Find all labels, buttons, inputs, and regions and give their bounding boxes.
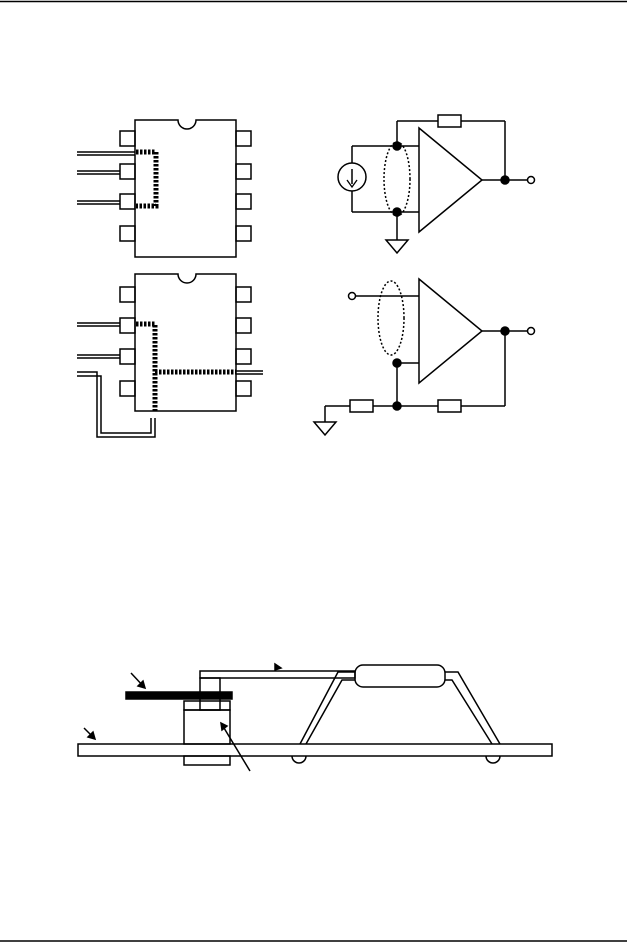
op-amp-triangle — [418, 126, 484, 234]
left-pins — [119, 130, 136, 242]
ic-body-2 — [134, 273, 237, 412]
output-terminal-2 — [526, 326, 536, 336]
resistor-body — [354, 664, 446, 688]
lead-left-bend — [299, 671, 355, 745]
guard-trace-loop — [77, 371, 156, 438]
input-traces — [77, 151, 135, 205]
op-amp-triangle-2 — [418, 277, 484, 385]
output-node — [500, 175, 510, 185]
guard-ellipse — [383, 141, 411, 217]
component-lead-top — [199, 670, 356, 679]
output-terminal — [526, 175, 536, 185]
non-inverting-amplifier-guarded-input — [312, 277, 536, 437]
ground-resistor — [349, 399, 374, 413]
lead-right-bend — [445, 671, 501, 745]
right-pins-2 — [235, 286, 252, 397]
feedback-resistor — [437, 114, 462, 128]
guard-ellipse-2 — [377, 280, 405, 356]
signal-lead-bar — [125, 691, 233, 700]
ground-symbol — [384, 239, 410, 255]
pc-board — [77, 743, 553, 757]
standoff-cap-top — [183, 700, 231, 711]
pointer-arrow-3 — [220, 722, 251, 772]
left-pins-2 — [119, 286, 136, 397]
ic-body — [134, 119, 237, 258]
dip-ic-guard-ring — [77, 119, 252, 258]
ground-symbol-2 — [312, 421, 338, 437]
inverting-amplifier-guarded-input — [337, 114, 536, 255]
feedback-resistor-2 — [437, 399, 462, 413]
input-traces-2 — [77, 322, 263, 375]
dip-ic-guard-ring-with-trace — [77, 273, 263, 438]
standoff-cap-bottom — [183, 755, 231, 766]
guard-ring-trace-2 — [136, 321, 236, 412]
solder-joint-left — [291, 755, 307, 764]
solder-joint-right — [485, 755, 501, 764]
right-pins — [235, 130, 252, 242]
input-terminal — [347, 291, 357, 301]
pointer-arrow-4 — [274, 662, 283, 672]
pcb-cross-section-standoff-insulator — [77, 662, 553, 772]
guard-ring-trace — [136, 149, 159, 209]
